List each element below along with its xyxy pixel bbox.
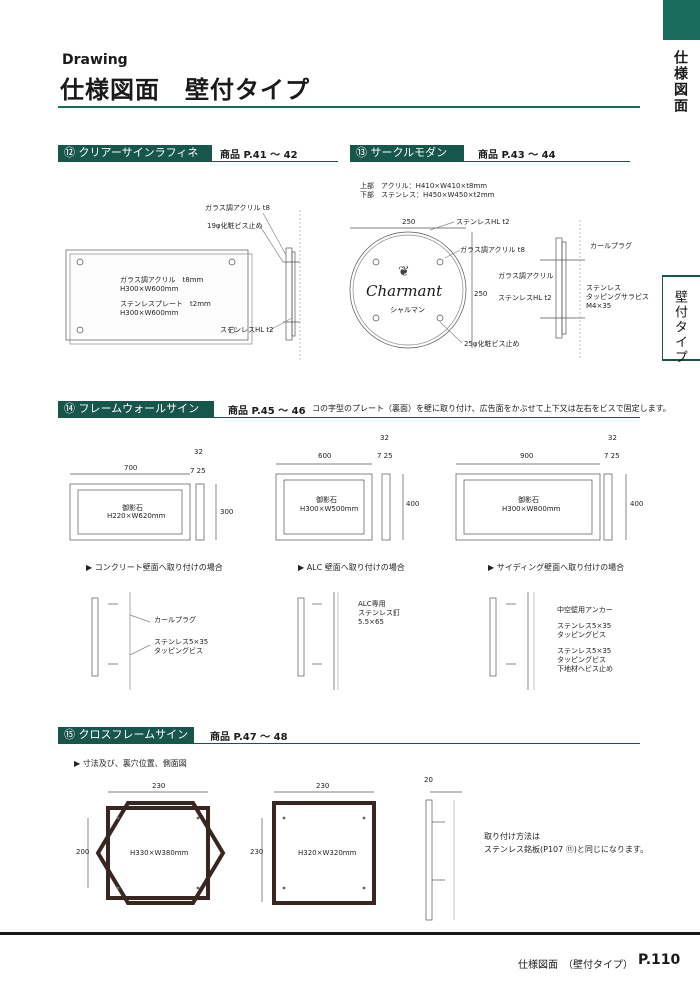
s12-note-sus: ステンレスHL t2	[220, 326, 274, 334]
s13-dim-h: 250	[474, 290, 488, 298]
s12-spec2b: H300×W600mm	[120, 309, 179, 317]
section-12-ref: 商品 P.41 ～ 42	[220, 150, 298, 161]
s12-note-glass: ガラス調アクリル t8	[205, 204, 270, 212]
s14-frame-1	[69, 483, 191, 541]
s14-f2-d2: 7 25	[377, 452, 393, 460]
s14-siding-n5: タッピングビス	[557, 656, 606, 664]
header-rule	[58, 106, 640, 108]
side-tab-light	[662, 275, 700, 361]
s15-note2: ステンレス銘板(P107 ⑪)と同じになります。	[484, 845, 649, 854]
s14-siding-n3: タッピングビス	[557, 631, 606, 639]
s14-siding-n6: 下地材へビス止め	[557, 665, 613, 673]
s14-f1-d2: 7 25	[190, 467, 206, 475]
s12-note-screw: 19φ化粧ビス止め	[207, 222, 263, 230]
section-13-ref: 商品 P.43 ～ 44	[478, 150, 556, 161]
s13-note-glass: ガラス調アクリル t8	[460, 246, 525, 254]
s13-side-tap2: タッピングサラビス	[586, 293, 649, 301]
s14-f3-w: 900	[520, 452, 534, 460]
s14-alc-n2: ステンレス釘	[358, 609, 400, 617]
s13-logo-kana: シャルマン	[390, 306, 425, 314]
s14-f2-h: 400	[406, 500, 420, 508]
s12-front-plate	[65, 249, 249, 341]
s13-side-glass: ガラス調アクリル	[498, 272, 554, 280]
section-13-label: ⑬ サークルモダン	[350, 145, 464, 161]
s13-side-sus: ステンレスHL t2	[498, 294, 552, 302]
s15-note1: 取り付け方法は	[484, 832, 540, 841]
s15-subtitle: ▶ 寸法及び、裏穴位置、側面図	[74, 759, 187, 768]
s15-sq-w: 230	[316, 782, 330, 790]
section-14-description: コの字型のプレート（裏面）を壁に取り付け、広告面をかぶせて上下又は左右をビスで固…	[312, 404, 671, 413]
section-13-header: ⑬ サークルモダン 商品 P.43 ～ 44	[350, 145, 630, 162]
s14-mount-siding-title: ▶ サイディング壁面へ取り付けの場合	[488, 563, 625, 572]
side-tab-light-label: 壁付タイプ	[672, 290, 687, 365]
s14-f3-size: H300×W800mm	[502, 505, 561, 513]
s14-f2-size: H300×W500mm	[300, 505, 359, 513]
s13-spec2: 下部 ステンレス：H450×W450×t2mm	[360, 191, 495, 199]
s13-circle-outer	[349, 231, 467, 349]
s14-concrete-n1: カールプラグ	[154, 616, 196, 624]
section-12-header: ⑫ クリアーサインラフィネ 商品 P.41 ～ 42	[58, 145, 338, 162]
s13-flourish-icon: ❦	[398, 264, 410, 280]
s13-logo: Charmant	[366, 282, 443, 300]
section-12-label: ⑫ クリアーサインラフィネ	[58, 145, 212, 161]
s13-side-plug: カールプラグ	[590, 242, 632, 250]
s15-sq-h: 230	[250, 848, 264, 856]
s15-hex-size: H330×W380mm	[130, 849, 189, 857]
s14-f3-d2: 7 25	[604, 452, 620, 460]
s15-side-depth: 20	[424, 776, 433, 784]
section-15-header: ⑮ クロスフレームサイン 商品 P.47 ～ 48	[58, 727, 640, 744]
s14-frame-2	[275, 473, 373, 541]
s14-f2-d: 32	[380, 434, 389, 442]
s14-concrete-n2: ステンレス5×35	[154, 638, 209, 646]
s13-side-tap3: M4×35	[586, 302, 612, 310]
s13-spec1: 上部 アクリル：H410×W410×t8mm	[360, 182, 488, 190]
s14-alc-n3: 5.5×65	[358, 618, 384, 626]
s14-siding-n1: 中空壁用アンカー	[557, 606, 613, 614]
s14-f3-name: 御影石	[518, 496, 539, 504]
s15-hex-w: 230	[152, 782, 166, 790]
s14-f3-d: 32	[608, 434, 617, 442]
section-14-header: ⑭ フレームウォールサイン 商品 P.45 ～ 46	[58, 401, 640, 418]
s14-frame-3	[455, 473, 601, 541]
section-15-ref: 商品 P.47 ～ 48	[210, 732, 288, 743]
side-tab-dark-label: 仕様図面	[672, 50, 688, 114]
footer-page-number: P.110	[638, 952, 681, 968]
s14-f1-w: 700	[124, 464, 138, 472]
s14-alc-n1: ALC専用	[358, 600, 386, 608]
footer-label: 仕様図面 （壁付タイプ）	[518, 960, 633, 971]
s12-spec1a: ガラス調アクリル t8mm	[120, 276, 204, 284]
section-14-ref: 商品 P.45 ～ 46	[228, 406, 306, 417]
s14-f1-name: 御影石	[122, 504, 143, 512]
s14-mount-concrete-title: ▶ コンクリート壁面へ取り付けの場合	[86, 563, 223, 572]
s15-sq-size: H320×W320mm	[298, 849, 357, 857]
s13-note-screw: 25φ化粧ビス止め	[464, 340, 520, 348]
s14-concrete-n3: タッピングビス	[154, 647, 203, 655]
s15-hex-frame	[95, 801, 226, 905]
s14-f1-d: 32	[194, 448, 203, 456]
s14-f1-h: 300	[220, 508, 234, 516]
s14-f1-size: H220×W620mm	[107, 512, 166, 520]
s13-dim-w: 250	[402, 218, 416, 226]
header-subtitle: Drawing	[62, 52, 128, 68]
s12-spec1b: H300×W600mm	[120, 285, 179, 293]
s14-f2-name: 御影石	[316, 496, 337, 504]
s13-note-sus: ステンレスHL t2	[456, 218, 510, 226]
section-15-label: ⑮ クロスフレームサイン	[58, 727, 194, 743]
s14-f3-h: 400	[630, 500, 644, 508]
section-14-label: ⑭ フレームウォールサイン	[58, 401, 214, 417]
s12-spec2a: ステンレスプレート t2mm	[120, 300, 211, 308]
s15-hex-h: 200	[76, 848, 90, 856]
s14-f2-w: 600	[318, 452, 332, 460]
s14-siding-n2: ステンレス5×35	[557, 622, 612, 630]
s15-square-frame	[272, 801, 376, 905]
s14-mount-alc-title: ▶ ALC 壁面へ取り付けの場合	[298, 563, 405, 572]
s14-siding-n4: ステンレス5×35	[557, 647, 612, 655]
side-tab-dark	[663, 0, 700, 40]
page-title: 仕様図面 壁付タイプ	[60, 76, 310, 104]
s13-side-tap1: ステンレス	[586, 284, 621, 292]
